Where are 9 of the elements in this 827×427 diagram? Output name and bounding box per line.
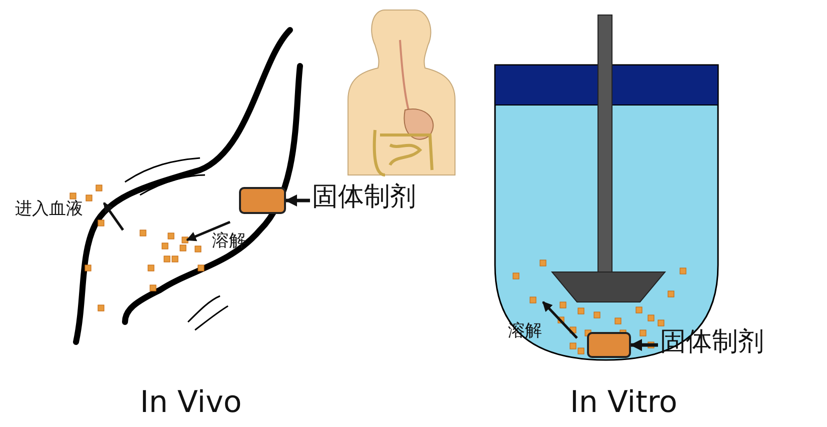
tablet [239, 187, 286, 214]
text-label: 进入血液 [15, 200, 83, 220]
panel-title: In Vivo [140, 386, 242, 420]
text-label: 固体制剂 [312, 183, 416, 213]
tablet [587, 332, 631, 358]
panel-title: In Vitro [570, 386, 678, 420]
text-label: 溶解 [212, 232, 246, 252]
arrow [630, 339, 658, 351]
arrow [285, 194, 310, 206]
